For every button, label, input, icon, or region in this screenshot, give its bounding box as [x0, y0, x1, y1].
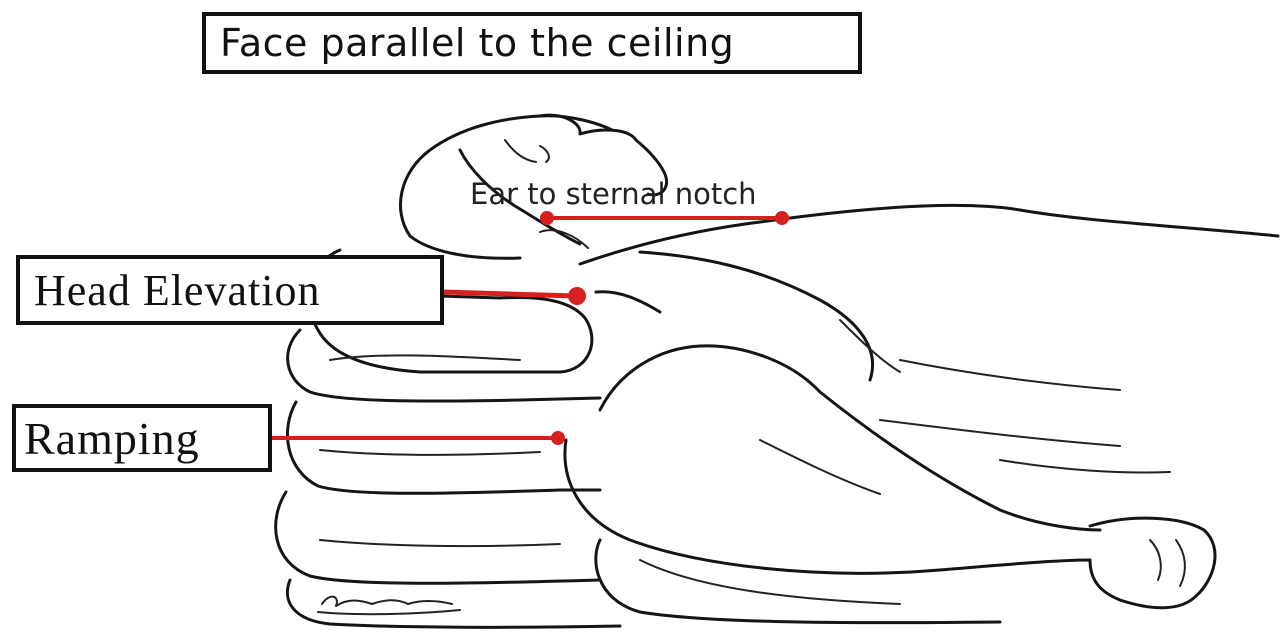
sternal-notch-marker-dot	[775, 211, 789, 225]
patient-arm	[565, 346, 1215, 608]
artist-signature	[318, 597, 460, 615]
head-elevation-label: Head Elevation	[34, 265, 320, 316]
ramping-label: Ramping	[24, 412, 200, 465]
ear-to-sternal-notch-label: Ear to sternal notch	[470, 177, 757, 211]
ramping-marker	[272, 431, 565, 445]
ramping-marker-dot	[551, 431, 565, 445]
ear-marker-dot	[540, 211, 554, 225]
ramping-box: Ramping	[12, 404, 272, 472]
head-elevation-marker-dot	[568, 287, 586, 305]
head-elevation-box: Head Elevation	[16, 255, 444, 325]
title-box: Face parallel to the ceiling	[202, 12, 862, 74]
page-title: Face parallel to the ceiling	[220, 21, 734, 65]
patient-torso	[580, 206, 1278, 473]
